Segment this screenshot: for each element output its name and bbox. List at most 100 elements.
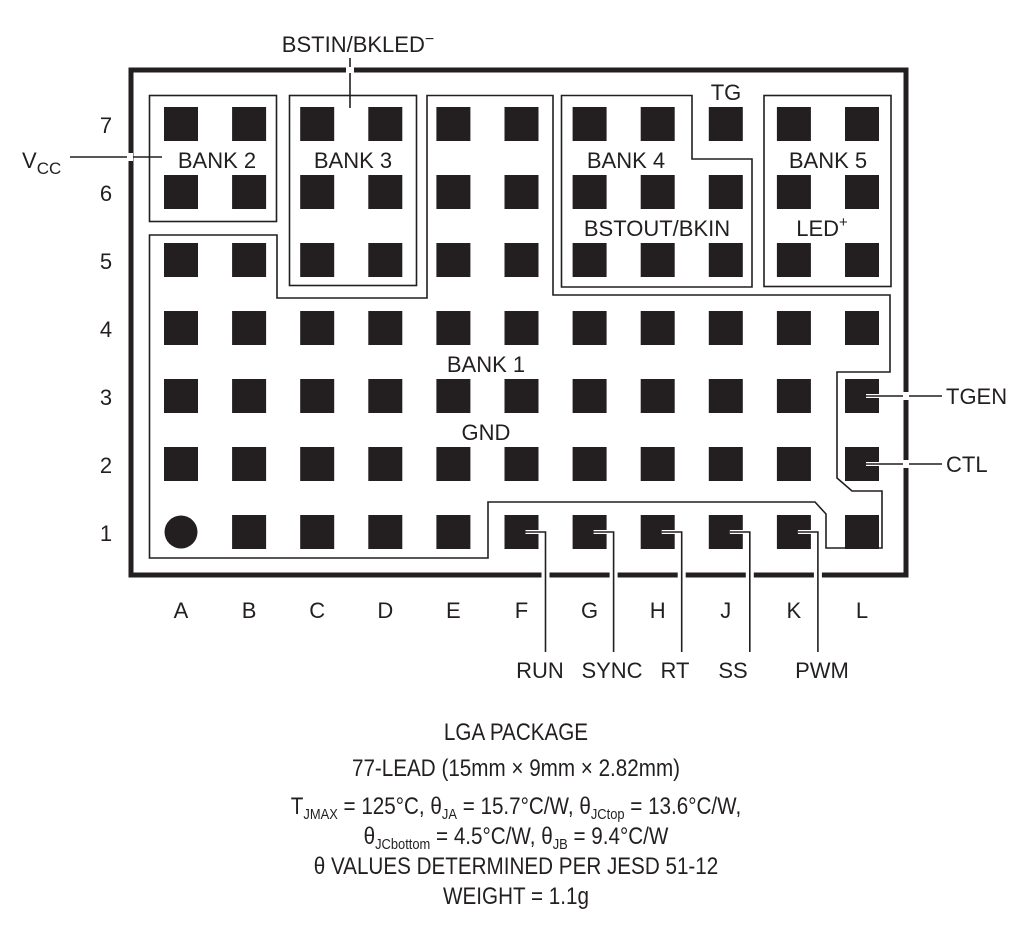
pad-B7 bbox=[232, 107, 267, 141]
tgen-label: TGEN bbox=[946, 384, 1007, 409]
pad-G7 bbox=[572, 107, 607, 141]
pad-F6 bbox=[504, 175, 539, 209]
leader-G1 bbox=[593, 531, 615, 652]
pad-C1 bbox=[300, 515, 335, 549]
column-label-J: J bbox=[720, 598, 731, 623]
pad-H6 bbox=[640, 175, 675, 209]
ss-label: SS bbox=[718, 658, 747, 683]
column-label-L: L bbox=[856, 598, 868, 623]
row-label-2: 2 bbox=[100, 453, 112, 478]
bstout-label: BSTOUT/BKIN bbox=[584, 216, 730, 241]
pad-D6 bbox=[368, 175, 403, 209]
column-label-F: F bbox=[515, 598, 528, 623]
bank2-label: BANK 2 bbox=[178, 148, 256, 173]
pad-G3 bbox=[572, 379, 607, 413]
bank3-col-ef-outline bbox=[148, 94, 891, 559]
pad-E6 bbox=[436, 175, 471, 209]
pad-F2 bbox=[504, 447, 539, 481]
pad-G4 bbox=[572, 311, 607, 345]
pad-D3 bbox=[368, 379, 403, 413]
leader-K1 bbox=[797, 531, 819, 652]
pad-D2 bbox=[368, 447, 403, 481]
rt-label: RT bbox=[661, 658, 690, 683]
pad-G5 bbox=[572, 243, 607, 277]
pad-E7 bbox=[436, 107, 471, 141]
bstin-label: BSTIN/BKLED− bbox=[282, 31, 434, 57]
pad-L6 bbox=[845, 175, 879, 209]
pad-L7 bbox=[845, 107, 879, 141]
pad-L1 bbox=[845, 515, 879, 549]
tg-label: TG bbox=[711, 80, 742, 105]
pad-A6 bbox=[164, 175, 198, 209]
row-label-7: 7 bbox=[100, 113, 112, 138]
column-label-E: E bbox=[446, 598, 461, 623]
pad-C3 bbox=[300, 379, 335, 413]
column-label-H: H bbox=[650, 598, 666, 623]
bank3-label: BANK 3 bbox=[314, 148, 392, 173]
column-label-A: A bbox=[174, 598, 189, 623]
bank5-outline bbox=[763, 94, 892, 288]
led-plus-label: LED+ bbox=[796, 214, 848, 241]
column-label-D: D bbox=[377, 598, 393, 623]
pad-A3 bbox=[164, 379, 198, 413]
pad-G2 bbox=[572, 447, 607, 481]
pad-H5 bbox=[640, 243, 675, 277]
pad-A2 bbox=[164, 447, 198, 481]
bank5-label: BANK 5 bbox=[789, 148, 867, 173]
gnd-label: GND bbox=[462, 420, 511, 445]
column-label-C: C bbox=[309, 598, 325, 623]
pad-A4 bbox=[164, 311, 198, 345]
pad-K7 bbox=[776, 107, 811, 141]
caption-weight: WEIGHT = 1.1g bbox=[443, 883, 589, 910]
bank2-outline bbox=[148, 94, 278, 223]
pad-C4 bbox=[300, 311, 335, 345]
row-label-3: 3 bbox=[100, 385, 112, 410]
row-label-4: 4 bbox=[100, 317, 112, 342]
bank1-label: BANK 1 bbox=[447, 352, 525, 377]
pad-E4 bbox=[436, 311, 471, 345]
pad-A5 bbox=[164, 243, 198, 277]
pad-J7 bbox=[708, 107, 743, 141]
pad-D7 bbox=[368, 107, 403, 141]
pin1-marker-pad bbox=[164, 515, 198, 549]
pad-K4 bbox=[776, 311, 811, 345]
caption-thermal-1: TJMAX = 125°C, θJA = 15.7°C/W, θJCtop = … bbox=[290, 793, 742, 823]
pad-K5 bbox=[776, 243, 811, 277]
column-label-B: B bbox=[242, 598, 257, 623]
pad-H4 bbox=[640, 311, 675, 345]
column-label-G: G bbox=[581, 598, 598, 623]
pad-B5 bbox=[232, 243, 267, 277]
pad-C6 bbox=[300, 175, 335, 209]
pad-K3 bbox=[776, 379, 811, 413]
pad-H7 bbox=[640, 107, 675, 141]
pad-J2 bbox=[708, 447, 743, 481]
ctl-label: CTL bbox=[946, 452, 988, 477]
pad-H2 bbox=[640, 447, 675, 481]
bank3-outline bbox=[288, 94, 418, 287]
row-label-6: 6 bbox=[100, 181, 112, 206]
caption-thermal-2: θJCbottom = 4.5°C/W, θJB = 9.4°C/W bbox=[363, 823, 669, 853]
bank4-outline bbox=[560, 94, 753, 288]
pad-L4 bbox=[845, 311, 879, 345]
pad-B4 bbox=[232, 311, 267, 345]
run-label: RUN bbox=[516, 658, 564, 683]
leader-F1 bbox=[525, 531, 547, 652]
pad-A7 bbox=[164, 107, 198, 141]
pad-E5 bbox=[436, 243, 471, 277]
pad-grid bbox=[164, 107, 879, 549]
pwm-label: PWM bbox=[795, 658, 849, 683]
pad-H3 bbox=[640, 379, 675, 413]
caption-jesd: θ VALUES DETERMINED PER JESD 51-12 bbox=[313, 853, 719, 880]
pad-F5 bbox=[504, 243, 539, 277]
bank4-label: BANK 4 bbox=[587, 148, 665, 173]
pad-F7 bbox=[504, 107, 539, 141]
pad-G6 bbox=[572, 175, 607, 209]
vcc-label: VCC bbox=[22, 148, 61, 178]
pad-C7 bbox=[300, 107, 335, 141]
pad-D5 bbox=[368, 243, 403, 277]
pad-D1 bbox=[368, 515, 403, 549]
pad-J6 bbox=[708, 175, 743, 209]
caption-package-type: LGA PACKAGE bbox=[443, 719, 589, 746]
